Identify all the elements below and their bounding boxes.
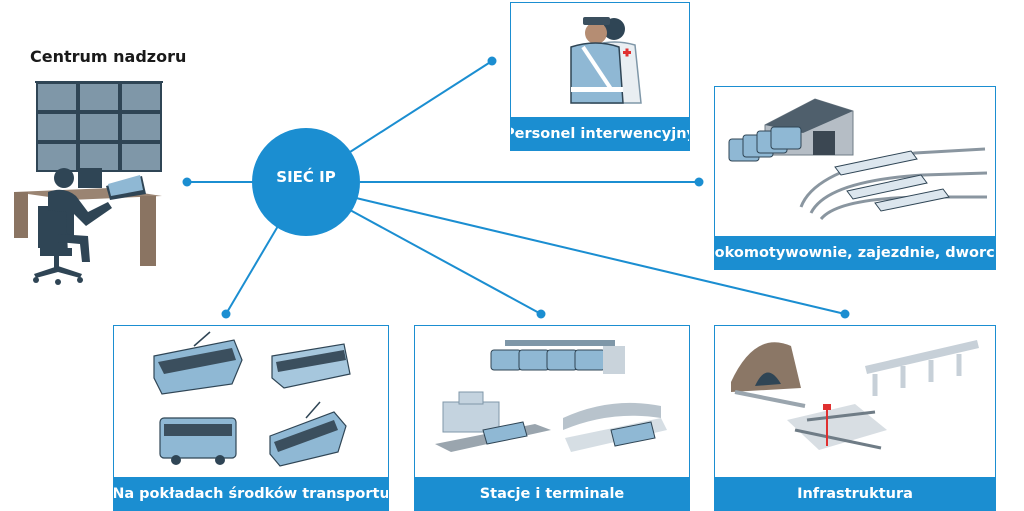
- metro-platform-icon: [563, 402, 667, 452]
- tram-icon: [153, 331, 243, 395]
- page-title: Centrum nadzoru: [30, 47, 187, 66]
- panel-personnel: Personel interwencyjny: [510, 2, 690, 151]
- link-stations: [349, 209, 542, 315]
- panel-stations-caption: Stacje i terminale: [415, 477, 689, 510]
- endpoint-dot: [182, 177, 192, 187]
- ip-network-hub: [252, 128, 360, 236]
- endpoint-dot: [221, 309, 231, 319]
- bus-terminal-icon: [490, 340, 625, 374]
- link-personnel: [349, 60, 493, 153]
- modern-tram-icon: [269, 401, 347, 467]
- level-crossing-icon: [787, 404, 887, 450]
- stations-icon: [435, 340, 667, 452]
- endpoint-dot: [487, 56, 497, 66]
- depot-icon: [728, 98, 988, 221]
- panel-infrastructure-caption: Infrastruktura: [715, 477, 995, 510]
- panel-infrastructure: Infrastruktura: [714, 325, 996, 511]
- bridge-icon: [865, 340, 979, 396]
- endpoint-dot: [694, 177, 704, 187]
- bus-icon: [159, 417, 237, 465]
- hub-label: SIEĆ IP: [276, 168, 336, 186]
- vehicles-icon: [153, 331, 351, 467]
- responders-icon: [570, 17, 642, 104]
- infrastructure-icon: [731, 340, 979, 450]
- tunnel-icon: [731, 342, 806, 408]
- endpoint-dot: [536, 309, 546, 319]
- endpoint-dot: [840, 309, 850, 319]
- link-infrastructure: [355, 197, 846, 315]
- panel-depots-caption: Lokomotywownie, zajezdnie, dworce: [715, 236, 995, 269]
- link-onboard: [225, 225, 279, 315]
- train-icon: [271, 343, 351, 389]
- office-chair-icon: [33, 206, 83, 285]
- operator-person-icon: [44, 168, 112, 262]
- panel-stations: Stacje i terminale: [414, 325, 690, 511]
- panel-depots: Lokomotywownie, zajezdnie, dworce: [714, 86, 996, 270]
- monitor-wall-icon: [35, 81, 163, 172]
- panel-personnel-caption: Personel interwencyjny: [511, 117, 689, 150]
- railway-station-icon: [435, 391, 551, 452]
- panel-onboard: Na pokładach środków transportu: [113, 325, 389, 511]
- panel-onboard-caption: Na pokładach środków transportu: [114, 477, 388, 510]
